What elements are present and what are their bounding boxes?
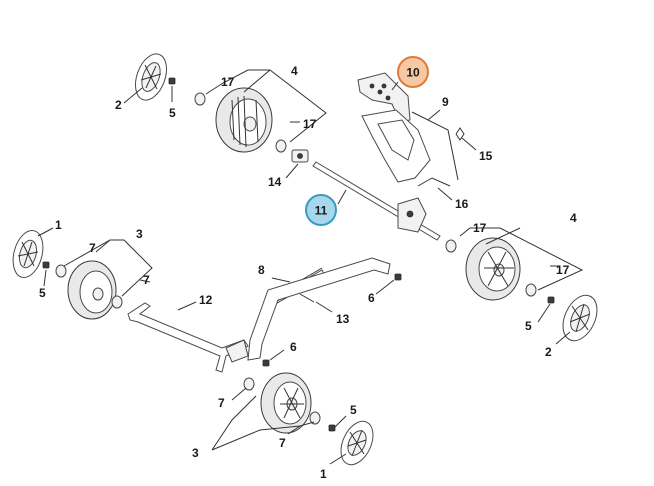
part-number-5: 5 <box>350 403 357 417</box>
part-number-7: 7 <box>279 436 286 450</box>
part-number-4: 4 <box>291 64 298 78</box>
screw-6-upper[interactable] <box>394 273 402 281</box>
part-number-17: 17 <box>556 263 570 277</box>
clip-14[interactable] <box>291 149 309 163</box>
part-number-17: 17 <box>473 221 487 235</box>
part-number-7: 7 <box>218 396 225 410</box>
callout-10-circle <box>397 56 429 88</box>
part-number-14: 14 <box>268 175 282 189</box>
screw-rear-left[interactable] <box>168 77 176 85</box>
part-number-2: 2 <box>545 345 552 359</box>
part-number-5: 5 <box>39 286 46 300</box>
bushing-rear-right-inner[interactable] <box>445 239 457 253</box>
callout-11-circle <box>305 194 337 226</box>
bushing-rear-left-inner[interactable] <box>194 92 206 106</box>
callout-11[interactable]: 11 <box>305 194 337 226</box>
screw-rear-right[interactable] <box>547 296 555 304</box>
part-number-12: 12 <box>199 293 213 307</box>
part-number-7: 7 <box>89 241 96 255</box>
rear-axle[interactable] <box>312 161 441 241</box>
part-number-17: 17 <box>221 75 235 89</box>
hubcap-front-right[interactable] <box>335 416 380 470</box>
part-number-9: 9 <box>442 95 449 109</box>
callout-11-label: 11 <box>315 204 328 218</box>
part-number-2: 2 <box>115 98 122 112</box>
bushing-front-right-outer[interactable] <box>309 411 321 425</box>
part-number-17: 17 <box>303 117 317 131</box>
rod-16[interactable] <box>417 177 451 187</box>
hubcap-front-left[interactable] <box>8 227 47 281</box>
callout-10[interactable]: 10 <box>397 56 429 88</box>
screw-front-right[interactable] <box>328 424 336 432</box>
wheel-front-right[interactable] <box>260 372 312 434</box>
part-number-8: 8 <box>258 263 265 277</box>
part-number-16: 16 <box>455 197 469 211</box>
wheel-rear-right[interactable] <box>465 237 521 301</box>
front-axle[interactable] <box>127 302 249 373</box>
hubcap-rear-right[interactable] <box>556 290 603 346</box>
part-number-6: 6 <box>290 340 297 354</box>
part-number-15: 15 <box>479 149 493 163</box>
part-number-7: 7 <box>143 273 150 287</box>
callout-10-label: 10 <box>406 66 420 80</box>
part-number-5: 5 <box>525 319 532 333</box>
part-number-4: 4 <box>570 211 577 225</box>
wheel-front-left[interactable] <box>67 260 117 320</box>
spring-15[interactable] <box>455 127 465 141</box>
part-number-3: 3 <box>136 227 143 241</box>
bushing-rear-right-outer[interactable] <box>525 283 537 297</box>
part-number-3: 3 <box>192 446 199 460</box>
screw-front-left[interactable] <box>42 261 50 269</box>
part-number-6: 6 <box>368 291 375 305</box>
front-bar-13[interactable] <box>247 257 391 361</box>
part-number-5: 5 <box>169 106 176 120</box>
part-numbers: 2 5 17 4 17 9 15 14 16 17 4 17 5 2 1 3 7… <box>39 64 577 481</box>
bushing-front-left-inner[interactable] <box>55 264 67 278</box>
screw-6-lower[interactable] <box>262 359 270 367</box>
bushing-rear-left-outer[interactable] <box>275 139 287 153</box>
height-adjust-bracket[interactable] <box>361 109 431 183</box>
rod-9[interactable] <box>411 111 459 181</box>
hubcap-rear-left[interactable] <box>130 50 173 105</box>
wheel-rear-left[interactable] <box>215 87 273 153</box>
bushing-front-left-outer[interactable] <box>111 295 123 309</box>
leader-lines <box>37 69 584 465</box>
part-number-1: 1 <box>320 467 327 481</box>
bushing-front-right-inner[interactable] <box>243 377 255 391</box>
part-number-1: 1 <box>55 218 62 232</box>
part-number-13: 13 <box>336 312 350 326</box>
